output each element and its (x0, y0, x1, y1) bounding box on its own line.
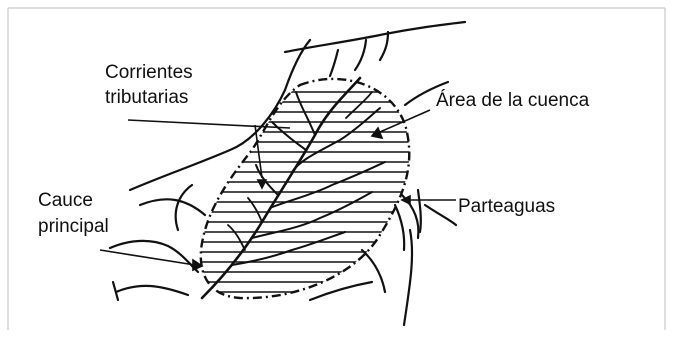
main-channel (200, 76, 362, 300)
frame (7, 7, 666, 330)
terrain-lines (108, 20, 467, 327)
tributary (251, 191, 373, 239)
label-cauce-line1: Cauce (38, 190, 93, 211)
tributary (295, 91, 316, 136)
leader-lines (99, 109, 456, 272)
tributary (269, 161, 386, 209)
stream-network (200, 76, 386, 300)
label-corrientes-line1: Corrientes (105, 62, 193, 83)
tributary (271, 121, 307, 151)
tributary (227, 224, 246, 251)
tributary (291, 107, 381, 173)
leader-tributarias-2 (254, 124, 263, 179)
leader-cauce (99, 249, 196, 266)
leader-tributarias (127, 119, 291, 129)
label-cauce-line2: principal (38, 216, 109, 237)
tributary (231, 231, 346, 266)
label-parteaguas: Parteaguas (458, 196, 556, 217)
tributary (345, 91, 373, 119)
label-corrientes-line2: tributarias (105, 87, 189, 108)
tributary (247, 197, 263, 223)
basin-hatching (200, 91, 410, 293)
leader-area (379, 109, 431, 133)
divide-outline (199, 77, 411, 300)
label-area-cuenca: Área de la cuenca (436, 90, 590, 111)
